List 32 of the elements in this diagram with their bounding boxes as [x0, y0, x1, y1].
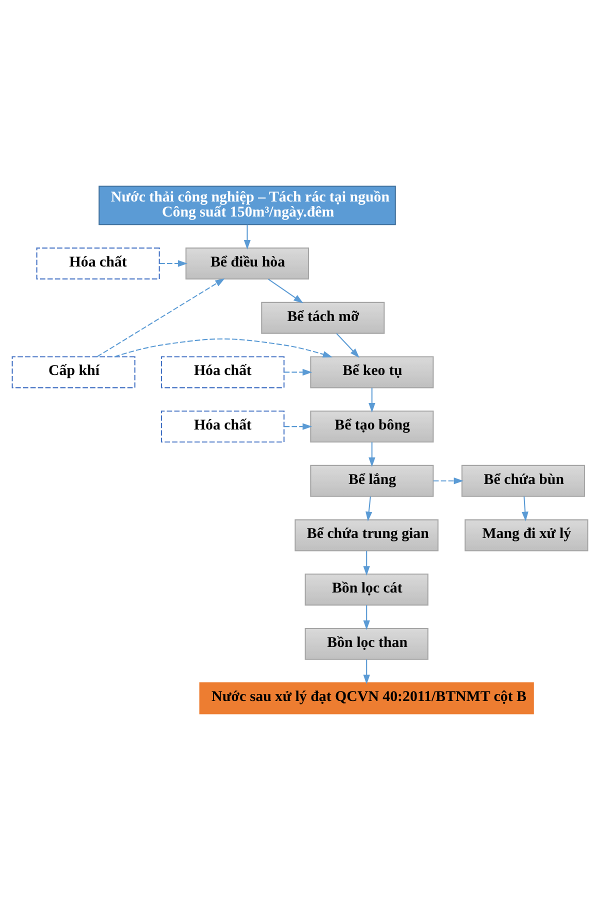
node-box: Bể tách mỡ	[261, 302, 385, 334]
arrow	[363, 550, 370, 576]
arrow	[160, 260, 188, 267]
arrow	[368, 388, 376, 413]
node-box: Bồn lọc than	[304, 628, 428, 660]
arrow	[368, 442, 376, 467]
node-box: Cấp khí	[12, 356, 136, 388]
arrow	[433, 478, 464, 484]
node-box: Hóa chất	[36, 248, 160, 280]
node-box: Bể điều hòa	[185, 248, 310, 280]
arrow	[114, 338, 332, 358]
node-box: Nước thải công nghiệp – Tách rác tại nguồn Công suất 150m³/ngày.đêm	[98, 186, 396, 226]
node-box: Hóa chất	[160, 356, 285, 388]
arrow	[363, 605, 370, 630]
node-box: Bể chứa bùn	[461, 464, 586, 497]
arrow	[363, 660, 370, 684]
arrow	[522, 496, 528, 522]
arrow	[244, 224, 251, 250]
arrow	[96, 278, 225, 358]
node-box: Mang đi xử lý	[464, 519, 588, 552]
node-box: Bể tạo bông	[310, 410, 434, 443]
node-box: Bể keo tụ	[310, 356, 434, 388]
arrow	[284, 368, 312, 376]
node-box: Bể chứa trung gian	[294, 519, 439, 552]
arrow	[366, 496, 372, 522]
arrow	[336, 333, 360, 358]
arrow	[268, 278, 304, 304]
arrow	[284, 423, 312, 430]
node-box: Bồn lọc cát	[304, 574, 428, 606]
node-box: Nước sau xử lý đạt QCVN 40:2011/BTNMT cột B	[199, 682, 534, 714]
node-box: Hóa chất	[160, 410, 285, 443]
node-box: Bể lắng	[310, 464, 434, 497]
